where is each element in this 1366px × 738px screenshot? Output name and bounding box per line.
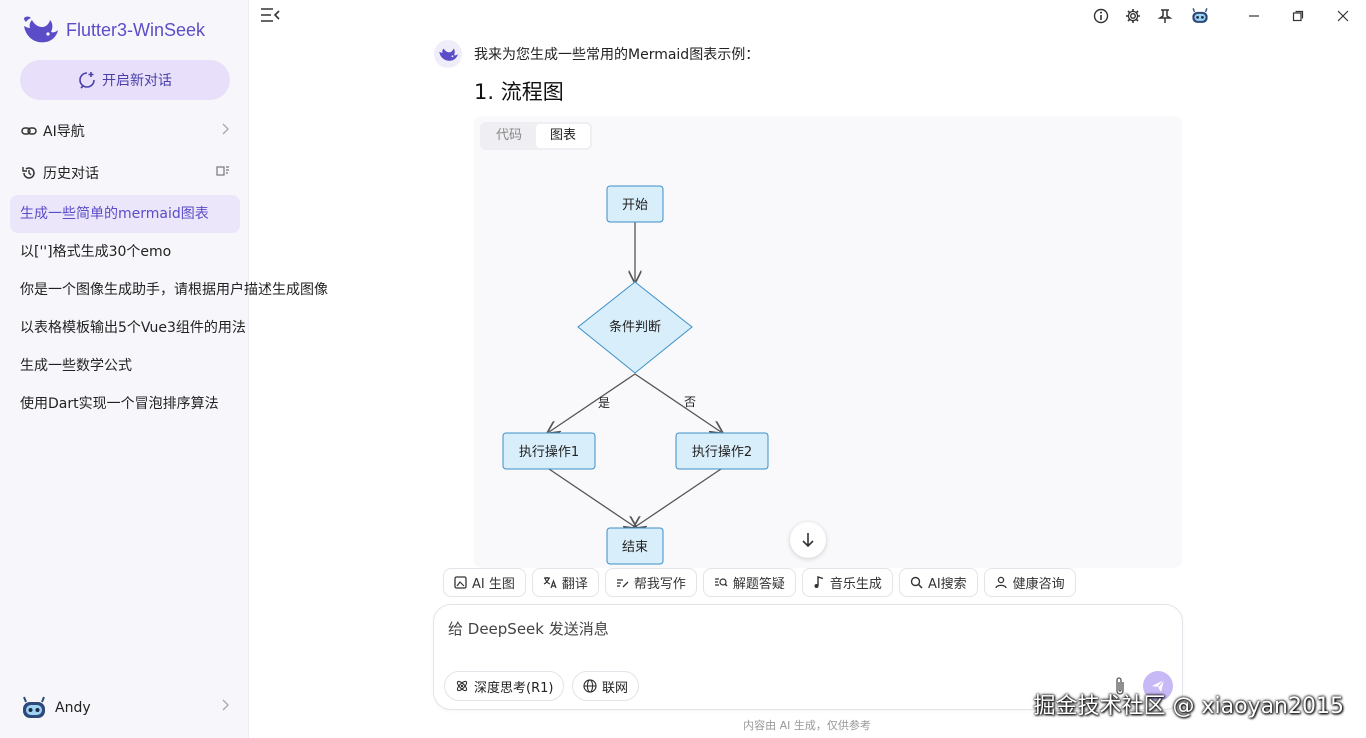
globe-icon [583,679,597,693]
web-search-toggle[interactable]: 联网 [572,671,640,701]
sidebar: Flutter3-WinSeek 开启新对话 AI导航 历史对话 生成一些简单的… [0,0,328,738]
collapse-sidebar-icon[interactable] [258,5,282,25]
link-icon [20,122,38,140]
watermark: 掘金技术社区 @ xiaoyan2015 [1033,694,1345,719]
node-op1 [502,432,596,470]
bot-avatar [434,40,462,68]
node-op1-label: 执行操作1 [519,444,579,460]
info-icon[interactable] [1090,5,1112,27]
message-composer: 深度思考(R1) 联网 [433,604,1183,710]
deep-think-toggle[interactable]: 深度思考(R1) [444,671,565,701]
send-icon [1152,679,1165,692]
minimize-button[interactable] [1243,5,1265,27]
quick-action-health[interactable]: 健康咨询 [983,568,1076,597]
edge-decision-op1 [549,373,636,432]
new-chat-button[interactable]: 开启新对话 [20,60,230,100]
paperclip-icon[interactable] [1110,675,1130,697]
whale-logo-icon [439,48,458,61]
message-heading: 1. 流程图 [474,80,564,104]
edge-no-label: 否 [684,395,696,409]
history-item[interactable]: 以['']格式生成30个emo [20,244,172,260]
scroll-down-button[interactable] [790,522,826,558]
edge-op2-end [635,468,722,527]
quick-action-ai-search[interactable]: AI搜索 [898,568,978,597]
new-chat-label: 开启新对话 [102,73,172,89]
history-list: 生成一些简单的mermaid图表 以['']格式生成30个emo 你是一个图像生… [10,195,328,423]
chevron-right-icon [220,122,230,140]
pin-icon[interactable] [1154,5,1176,27]
quick-actions: AI 生图 翻译 帮我写作 解题答疑 音乐生成 AI搜索 健康咨询 [443,568,1076,597]
search-icon [910,576,923,589]
flowchart: 开始 条件判断 是 否 执行操作1 执行操作2 结束 [502,185,769,565]
close-button[interactable] [1332,5,1354,27]
new-chat-icon [79,72,95,89]
quick-action-music[interactable]: 音乐生成 [801,568,893,597]
node-end [606,527,664,565]
user-icon [995,576,1007,589]
user-name: Andy [55,700,91,716]
app-title: Flutter3-WinSeek [66,19,206,40]
edge-op1-end [548,468,635,527]
edge-decision-op2 [634,373,721,432]
history-icon [20,164,38,182]
node-op2-label: 执行操作2 [692,444,752,460]
history-item[interactable]: 你是一个图像生成助手，请根据用户描述生成图像 [20,282,328,298]
chevron-right-icon [220,698,230,716]
tab-code[interactable]: 代码 [496,128,523,143]
node-decision [577,281,693,374]
history-item[interactable]: 使用Dart实现一个冒泡排序算法 [20,396,219,412]
user-profile[interactable]: Andy [20,694,230,722]
history-item[interactable]: 生成一些简单的mermaid图表 [10,195,240,233]
message-input[interactable] [448,617,1148,641]
clear-history-icon[interactable] [216,164,230,182]
quick-action-solve[interactable]: 解题答疑 [702,568,796,597]
atom-icon [456,680,468,692]
quick-action-translate[interactable]: 翻译 [531,568,599,597]
edge-yes-label: 是 [598,396,610,410]
node-start-label: 开始 [622,198,648,213]
node-decision-label: 条件判断 [609,319,661,335]
node-op2 [675,432,769,470]
ai-nav-item[interactable]: AI导航 [20,118,230,144]
ai-nav-label: AI导航 [43,124,85,140]
brand: Flutter3-WinSeek [20,12,205,48]
history-header: 历史对话 [20,160,230,186]
ai-disclaimer: 内容由 AI 生成，仅供参考 [743,719,871,732]
music-note-icon [814,576,824,588]
translate-icon [543,577,557,589]
mermaid-block: 代码 图表 开始 条件判断 是 否 执行操作1 执行操作2 结束 [474,116,1182,568]
whale-logo-icon [24,16,58,43]
quick-action-writing[interactable]: 帮我写作 [604,568,697,597]
search-list-icon [714,578,728,587]
send-button[interactable] [1143,671,1173,701]
node-start [606,185,664,223]
quick-action-ai-image[interactable]: AI 生图 [443,568,526,597]
pencil-icon [616,579,629,588]
history-item[interactable]: 生成一些数学公式 [20,358,132,374]
robot-avatar-icon [23,696,45,718]
message-intro: 我来为您生成一些常用的Mermaid图表示例： [474,47,760,63]
image-icon [454,576,467,589]
arrow-down-icon [802,533,814,548]
code-view-tabs: 代码 图表 [480,122,593,150]
tab-chart[interactable]: 图表 [536,124,591,148]
robot-icon[interactable] [1189,5,1211,27]
maximize-button[interactable] [1287,5,1309,27]
history-label: 历史对话 [43,166,99,182]
node-end-label: 结束 [622,540,648,555]
history-item[interactable]: 以表格模板输出5个Vue3组件的用法 [20,320,246,336]
gear-icon[interactable] [1122,5,1144,27]
